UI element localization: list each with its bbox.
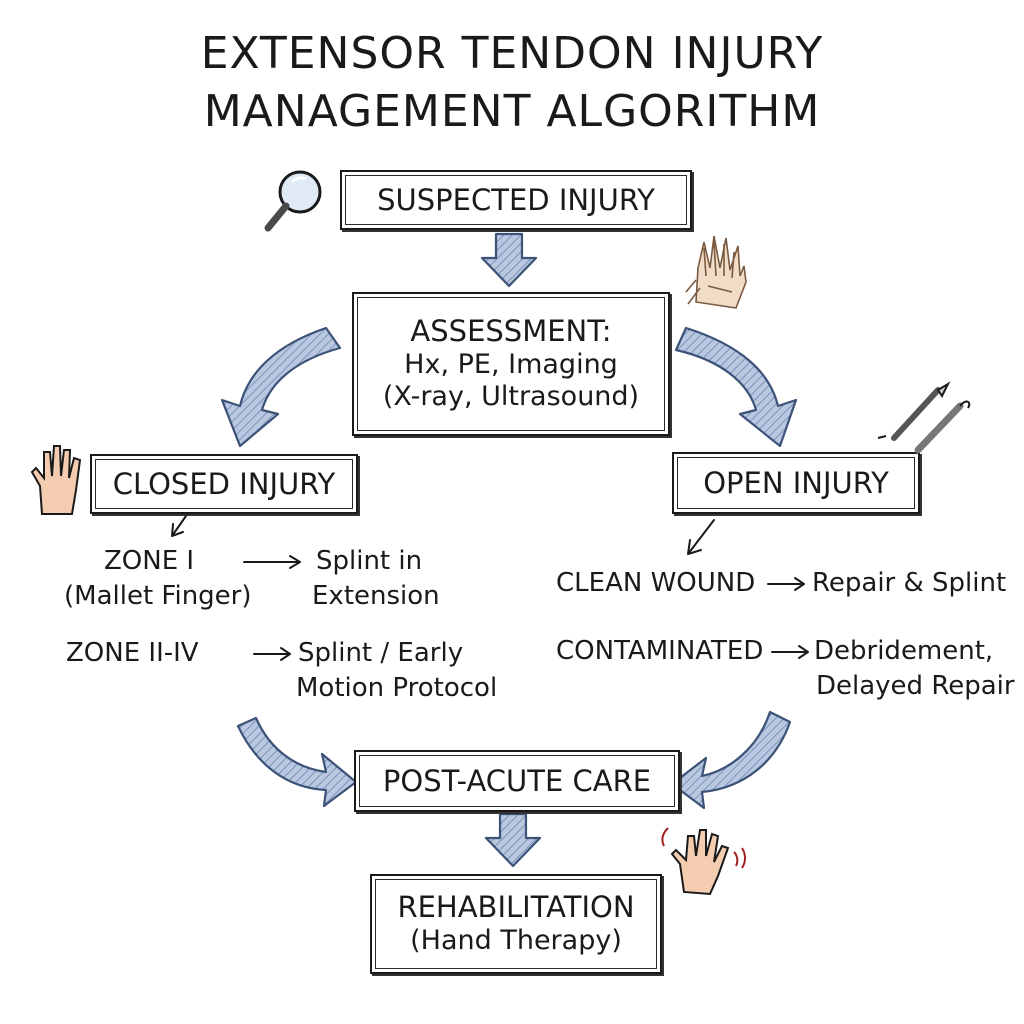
zone1-treatment-line2: Extension: [312, 581, 440, 611]
node-open-injury: OPEN INJURY: [672, 452, 920, 514]
rehab-line2: (Hand Therapy): [410, 925, 622, 957]
diagram-title-line2: MANAGEMENT ALGORITHM: [203, 86, 821, 137]
node-post-acute-care: POST-ACUTE CARE: [354, 750, 680, 812]
node-open-label: OPEN INJURY: [703, 465, 889, 500]
open-hand-icon: [30, 445, 82, 515]
arrow-zone2-to-splint: [253, 647, 291, 661]
contaminated-treatment-line2: Delayed Repair: [816, 671, 1015, 701]
assessment-line1: ASSESSMENT:: [410, 314, 612, 349]
small-arrow-open-to-wounds: [687, 519, 715, 555]
zone2-treatment-line1: Splint / Early: [298, 638, 464, 668]
magnifying-glass-icon: [264, 170, 322, 232]
hand-xray-icon: [685, 235, 747, 309]
arrow-closed-to-postacute: [236, 716, 358, 808]
assessment-line2: Hx, PE, Imaging: [404, 349, 618, 380]
arrow-assessment-to-closed: [220, 326, 342, 448]
node-closed-label: CLOSED INJURY: [112, 466, 336, 501]
zone2-treatment-line2: Motion Protocol: [296, 673, 498, 703]
diagram-title-line1: EXTENSOR TENDON INJURY: [200, 28, 824, 79]
clean-wound-treatment: Repair & Splint: [812, 568, 1007, 598]
scalpel-icon: [877, 381, 971, 454]
contaminated-treatment-line1: Debridement,: [814, 636, 994, 666]
node-closed-injury: CLOSED INJURY: [90, 454, 358, 514]
node-suspected-label: SUSPECTED INJURY: [377, 182, 655, 217]
clean-wound-label: CLEAN WOUND: [556, 568, 756, 598]
zone1-label: ZONE I: [104, 546, 195, 576]
node-assessment: ASSESSMENT: Hx, PE, Imaging (X-ray, Ultr…: [352, 292, 670, 436]
zone1-note: (Mallet Finger): [64, 581, 252, 611]
node-postacute-label: POST-ACUTE CARE: [382, 763, 652, 798]
waving-hand-icon: [661, 827, 746, 896]
zone1-treatment-line1: Splint in: [316, 546, 423, 576]
arrow-assessment-to-open: [674, 326, 798, 448]
rehab-line1: REHABILITATION: [397, 890, 635, 925]
small-arrow-closed-to-zones: [171, 515, 187, 537]
arrow-postacute-to-rehab: [484, 812, 542, 868]
zone2-label: ZONE II-IV: [66, 638, 199, 668]
node-suspected-injury: SUSPECTED INJURY: [340, 170, 692, 230]
node-rehabilitation: REHABILITATION (Hand Therapy): [370, 874, 662, 974]
arrow-zone1-to-splint: [243, 555, 301, 569]
contaminated-label: CONTAMINATED: [556, 636, 764, 666]
arrow-suspected-to-assessment: [480, 232, 538, 288]
arrow-open-to-postacute: [670, 710, 792, 810]
assessment-line3: (X-ray, Ultrasound): [382, 381, 640, 413]
arrow-clean-to-repair: [767, 577, 805, 591]
arrow-contaminated-to-debridement: [771, 645, 809, 659]
